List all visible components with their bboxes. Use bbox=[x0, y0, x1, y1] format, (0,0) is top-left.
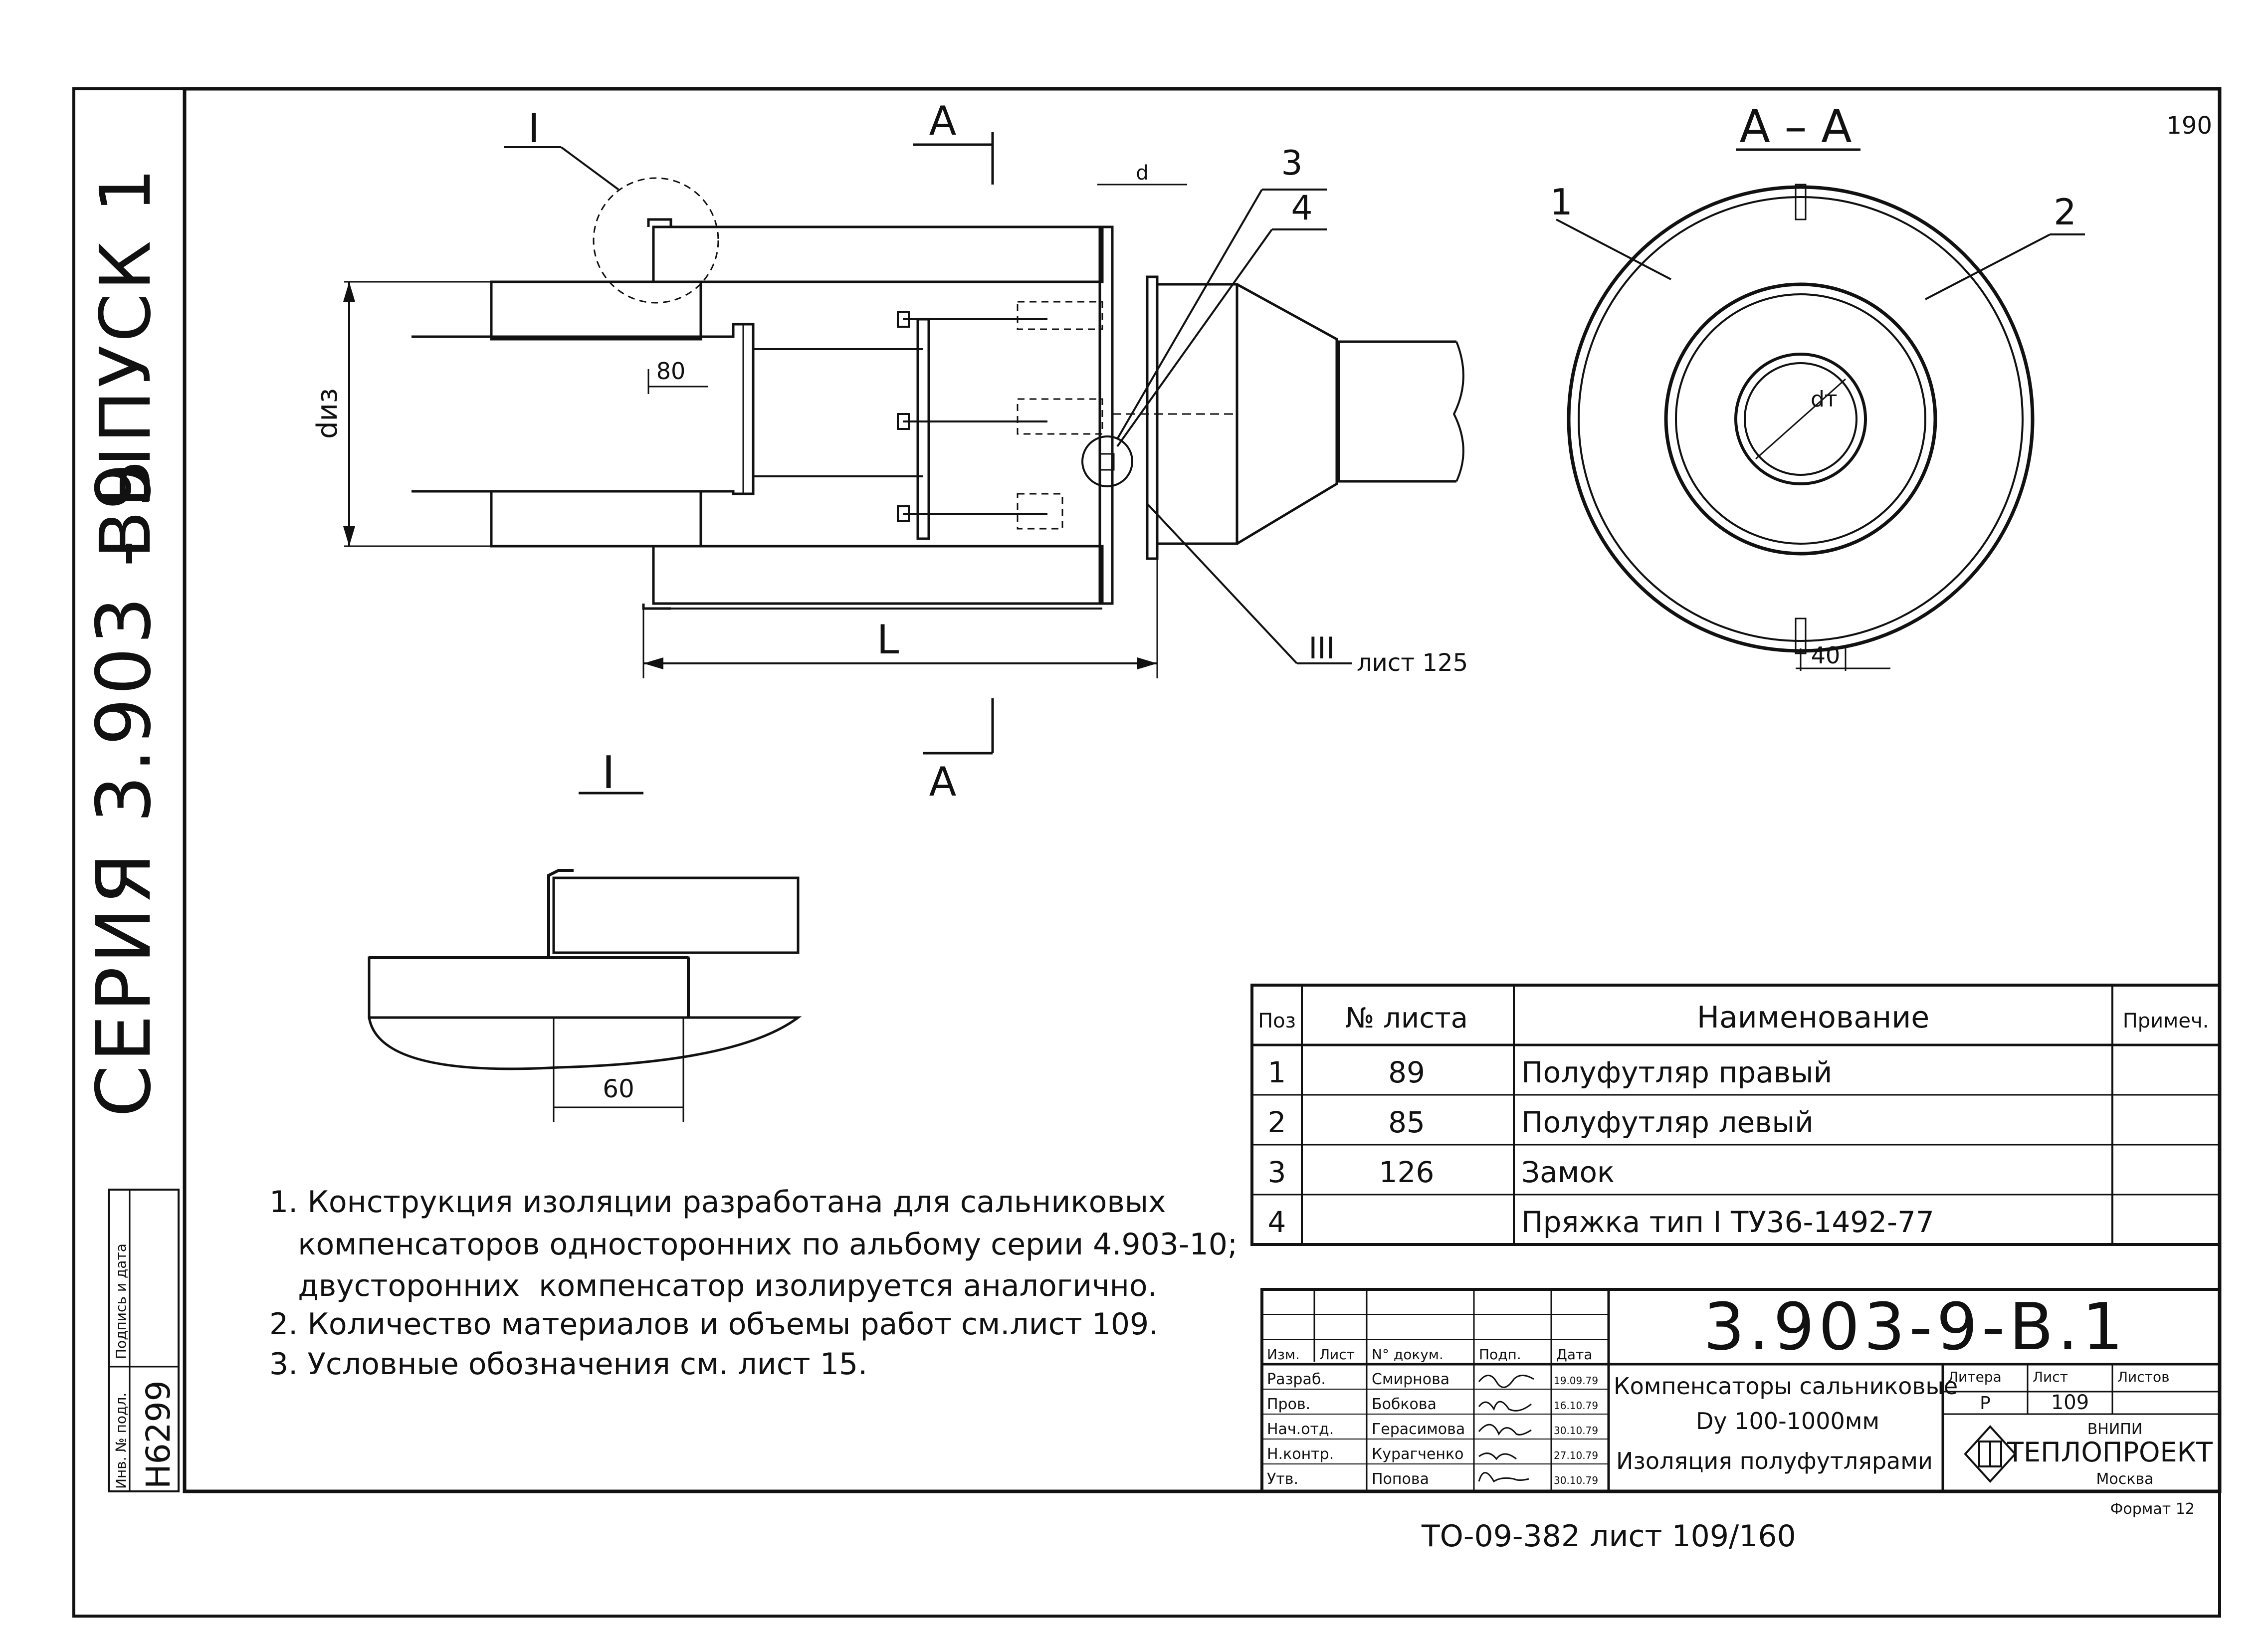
table-header-note: Примеч. bbox=[2123, 1010, 2209, 1032]
col-izm: Изм. bbox=[1267, 1346, 1300, 1363]
side-title: СЕРИЯ 3.903 - 9 ВЫПУСК 1 bbox=[81, 165, 168, 1117]
row-pos: 2 bbox=[1268, 1105, 1286, 1139]
table-header-name: Наименование bbox=[1697, 1000, 1929, 1035]
spec-table: Поз № листа Наименование Примеч. 1 89 По… bbox=[1250, 984, 2221, 1246]
issue-label: ВЫПУСК 1 bbox=[85, 165, 167, 559]
col-docnum: N° докум. bbox=[1372, 1346, 1443, 1363]
row-sheet: 85 bbox=[1388, 1105, 1425, 1139]
org-city: Москва bbox=[2096, 1470, 2154, 1488]
row-pos: 4 bbox=[1268, 1205, 1286, 1239]
role-name: Бобкова bbox=[1372, 1396, 1437, 1413]
stage-label: Литера bbox=[1948, 1369, 2002, 1385]
dim-60-label: 60 bbox=[603, 1074, 634, 1103]
notes: 1. Конструкция изоляции разработана для … bbox=[269, 1185, 1237, 1382]
table-row: 4 Пряжка тип I ТУ36-1492-77 bbox=[1268, 1205, 1934, 1239]
dim-d-label: d bbox=[1136, 162, 1148, 185]
note-line: двусторонних компенсатор изолируется ана… bbox=[269, 1268, 1157, 1303]
pos-4-label: 4 bbox=[1291, 189, 1312, 228]
role-date: 30.10.79 bbox=[1554, 1474, 1598, 1486]
dim-diz-label: dиз bbox=[311, 388, 344, 439]
cut-mark-top: А bbox=[929, 98, 957, 144]
role-date: 19.09.79 bbox=[1554, 1375, 1598, 1387]
row-name: Полуфутляр правый bbox=[1521, 1055, 1832, 1089]
detail-view: I 60 bbox=[368, 747, 802, 1122]
pos-3-label: 3 bbox=[1281, 144, 1302, 183]
role-label: Разраб. bbox=[1267, 1371, 1326, 1388]
role-label: Н.контр. bbox=[1267, 1445, 1334, 1463]
role-date: 27.10.79 bbox=[1554, 1449, 1598, 1461]
series-label: СЕРИЯ 3.903 - 9 bbox=[81, 460, 168, 1117]
note-line: компенсаторов односторонних по альбому с… bbox=[269, 1227, 1237, 1262]
table-header-sheet: № листа bbox=[1345, 1002, 1468, 1034]
format-label: Формат 12 bbox=[2110, 1500, 2195, 1518]
doc-name-line-3: Изоляция полуфутлярами bbox=[1616, 1447, 1933, 1474]
footer-ref: ТО-09-382 лист 109/160 bbox=[1421, 1519, 1796, 1554]
margin-inv-value: Н6299 bbox=[139, 1380, 178, 1489]
row-pos: 3 bbox=[1268, 1155, 1286, 1189]
sheet-frame bbox=[72, 87, 2222, 1618]
table-row: 1 89 Полуфутляр правый bbox=[1268, 1055, 1833, 1089]
row-sheet: 126 bbox=[1379, 1155, 1435, 1189]
cut-mark-bottom: А bbox=[929, 759, 957, 805]
stage-value: Р bbox=[1980, 1393, 1991, 1414]
col-list: Лист bbox=[1319, 1346, 1355, 1363]
role-name: Попова bbox=[1372, 1470, 1429, 1488]
doc-code: 3.903-9-В.1 bbox=[1703, 1289, 2127, 1365]
studs bbox=[897, 301, 1103, 530]
dim-L-label: L bbox=[877, 617, 899, 663]
margin-stamp: Подпись и дата Инв. № подл. Н6299 bbox=[108, 1189, 180, 1492]
row-sheet: 89 bbox=[1388, 1055, 1425, 1089]
role-name: Смирнова bbox=[1372, 1371, 1449, 1388]
org-small: ВНИПИ bbox=[2087, 1421, 2143, 1438]
role-label: Нач.отд. bbox=[1267, 1421, 1334, 1438]
pos-2-label: 2 bbox=[2054, 191, 2076, 233]
table-header-pos: Поз bbox=[1258, 1010, 1296, 1032]
row-pos: 1 bbox=[1268, 1055, 1286, 1089]
margin-inv-label: Инв. № подл. bbox=[113, 1393, 129, 1489]
row-name: Полуфутляр левый bbox=[1521, 1105, 1814, 1139]
role-date: 16.10.79 bbox=[1554, 1400, 1598, 1412]
org-logo bbox=[1964, 1425, 2017, 1483]
sheet-value: 109 bbox=[2051, 1391, 2089, 1414]
sheet-number: 190 bbox=[2166, 112, 2212, 140]
row-name: Замок bbox=[1521, 1155, 1615, 1189]
role-name: Курагченко bbox=[1372, 1445, 1464, 1463]
detail-title: I bbox=[602, 747, 616, 799]
col-date: Дата bbox=[1556, 1346, 1593, 1363]
role-label: Утв. bbox=[1267, 1470, 1298, 1488]
section-view: А – А dт 1 2 40 bbox=[1550, 101, 2085, 671]
note-line: 2. Количество материалов и объемы работ … bbox=[269, 1307, 1158, 1342]
org-name: ТЕПЛОПРОЕКТ bbox=[2007, 1437, 2213, 1468]
note-line: 1. Конструкция изоляции разработана для … bbox=[269, 1185, 1166, 1220]
dim-dr-label: dт bbox=[1811, 387, 1838, 412]
row-name: Пряжка тип I ТУ36-1492-77 bbox=[1521, 1205, 1934, 1239]
doc-name-line-2: Dу 100-1000мм bbox=[1696, 1408, 1879, 1435]
dim-80-label: 80 bbox=[656, 358, 686, 385]
col-sign: Подп. bbox=[1479, 1346, 1521, 1363]
role-date: 30.10.79 bbox=[1554, 1425, 1598, 1437]
note-line: 3. Условные обозначения см. лист 15. bbox=[269, 1347, 867, 1382]
signatures bbox=[1478, 1375, 1534, 1483]
margin-sign-label: Подпись и дата bbox=[113, 1243, 129, 1359]
ref-sheet-label: лист 125 bbox=[1357, 649, 1468, 677]
main-view: I А А 3 4 d dиз 80 L bbox=[311, 98, 1468, 805]
table-row: 2 85 Полуфутляр левый bbox=[1268, 1105, 1814, 1139]
title-block: Изм. Лист N° докум. Подп. Дата Разраб. С… bbox=[1260, 1288, 2221, 1493]
doc-name-line-1: Компенсаторы сальниковые bbox=[1614, 1373, 1958, 1400]
role-name: Герасимова bbox=[1372, 1421, 1465, 1438]
dim-40-label: 40 bbox=[1811, 642, 1841, 669]
role-label: Пров. bbox=[1267, 1396, 1310, 1413]
pos-1-label: 1 bbox=[1550, 181, 1573, 223]
section-title: А – А bbox=[1739, 101, 1852, 153]
ref-III-label: III bbox=[1308, 631, 1335, 666]
sheet-label: Лист bbox=[2033, 1369, 2068, 1385]
sheets-label: Листов bbox=[2117, 1369, 2170, 1385]
callout-node-I: I bbox=[528, 105, 540, 152]
table-row: 3 126 Замок bbox=[1268, 1155, 1615, 1189]
